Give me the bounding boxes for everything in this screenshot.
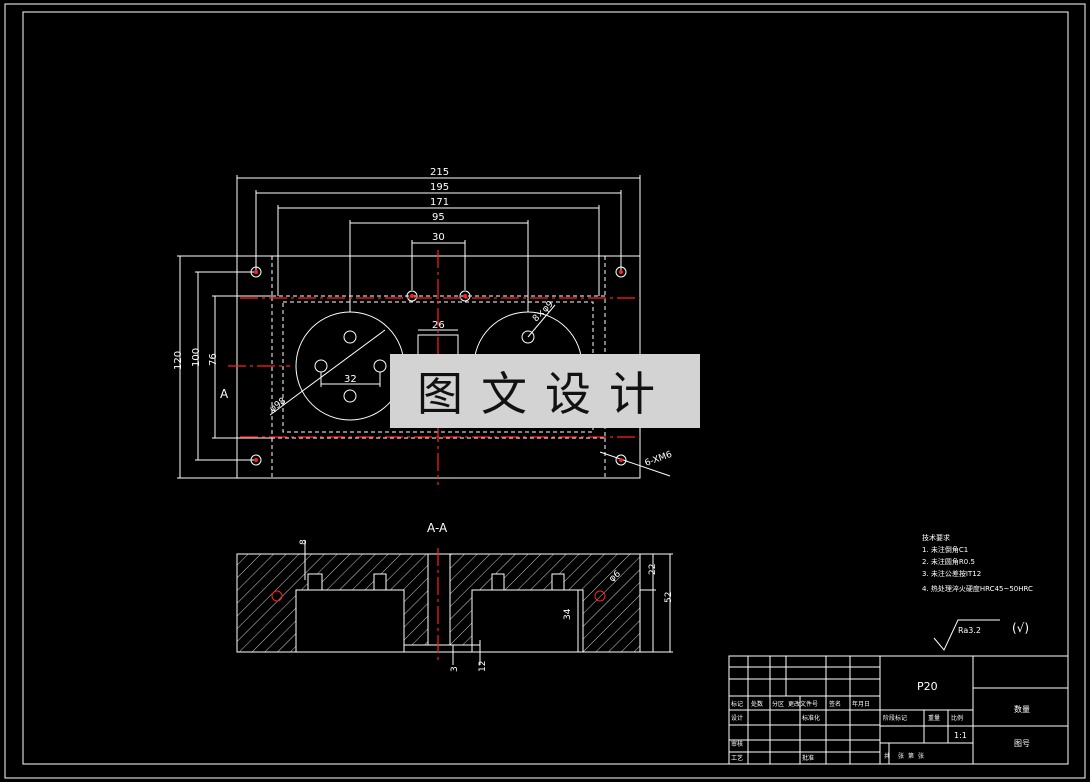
dim-30: 30	[432, 232, 445, 243]
dim-52: 52	[664, 592, 674, 603]
watermark-banner: 图文设计	[390, 354, 700, 428]
dim-195: 195	[430, 182, 449, 193]
extra-4: 重量	[928, 714, 940, 722]
dim-26: 26	[432, 320, 445, 331]
row-label-3: 工艺	[731, 754, 743, 762]
bore-left	[295, 311, 405, 421]
dim-95: 95	[432, 212, 445, 223]
col-header-4: 更改文件号	[788, 700, 818, 708]
dim-22: 22	[648, 564, 658, 575]
outer-frame	[4, 3, 1086, 779]
roughness-other: (√)	[1012, 621, 1029, 635]
section-view	[236, 540, 673, 665]
extra-1: 标准化	[802, 714, 820, 722]
col-header-5: 签名	[829, 700, 841, 708]
roughness-symbol	[933, 619, 1000, 651]
bottom-2: 张	[898, 752, 904, 760]
row-label-2: 审核	[731, 740, 743, 748]
hole-centers	[254, 270, 623, 462]
extra-5: 比例	[951, 714, 963, 722]
dim-34: 34	[563, 608, 573, 620]
dim-phi9: 8×φ9	[531, 299, 556, 324]
material-label: 数量	[1014, 704, 1030, 714]
notes-item-2: 2. 未注圆角R0.5	[922, 557, 975, 566]
bottom-3: 第	[908, 752, 914, 760]
dim-32: 32	[344, 374, 357, 385]
extra-3: 阶段标记	[883, 714, 907, 722]
col-header-6: 年月日	[852, 700, 870, 708]
dim-8: 8	[299, 539, 309, 545]
inner-frame	[22, 11, 1069, 765]
notes-item-1: 1. 未注倒角C1	[922, 545, 968, 554]
col-header-2: 处数	[751, 700, 763, 708]
part-name: P20	[917, 680, 938, 693]
drawing-no-label: 图号	[1014, 739, 1030, 748]
bottom-4: 张	[918, 752, 924, 760]
title-block	[728, 655, 1069, 765]
notes-title: 技术要求	[922, 533, 950, 542]
col-header-1: 标记	[731, 700, 743, 708]
roughness-value: Ra3.2	[958, 626, 981, 635]
row-label-1: 设计	[731, 714, 743, 722]
top-view	[177, 175, 671, 479]
dim-171: 171	[430, 197, 449, 208]
dim-215: 215	[430, 167, 449, 178]
notes-item-4: 4. 热处理淬火硬度HRC45~50HRC	[922, 584, 1033, 593]
dim-12: 12	[478, 661, 488, 672]
dim-phi98: φ98	[268, 396, 288, 414]
extra-2: 批准	[802, 754, 814, 762]
section-title: A-A	[427, 521, 448, 535]
col-header-3: 分区	[772, 700, 784, 708]
dim-m6: 6-XM6	[644, 450, 674, 469]
dim-3: 3	[450, 666, 460, 672]
title-block-text: P20 1:1 数量 图号 标记 处数 分区 更改文件号 签名 年月日 设计 审…	[731, 680, 1030, 762]
dim-100: 100	[191, 348, 202, 367]
dim-120: 120	[173, 351, 184, 370]
notes-item-3: 3. 未注公差按IT12	[922, 569, 981, 578]
scale-value: 1:1	[954, 731, 967, 740]
dim-76: 76	[208, 353, 219, 366]
bottom-1: 共	[884, 752, 890, 760]
view-label-a: A	[220, 387, 229, 401]
